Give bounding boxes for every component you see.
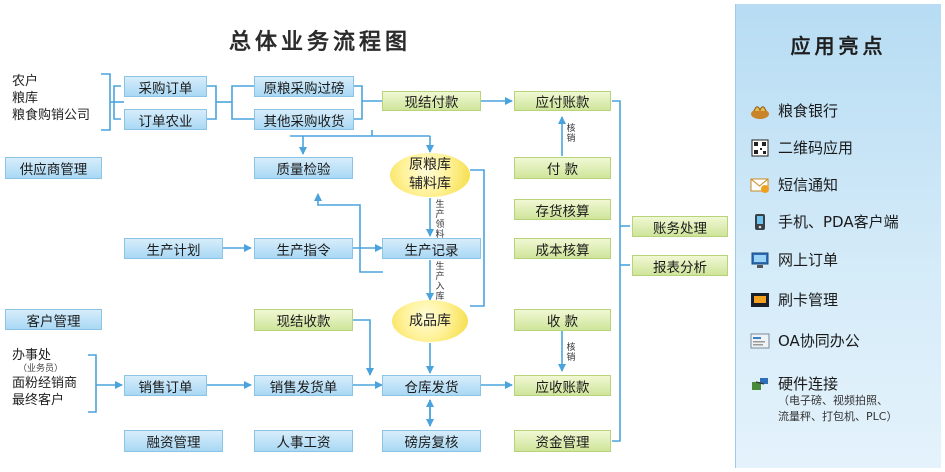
purchase-order-box: 采购订单: [124, 76, 207, 97]
accounts-receivable-box: 应收账款: [514, 375, 611, 396]
highlight-label: 短信通知: [778, 176, 839, 194]
sales-order-box: 销售订单: [124, 375, 207, 396]
financing-management-box: 融资管理: [124, 430, 223, 452]
payment-box: 付 款: [514, 157, 611, 179]
order-agriculture-box: 订单农业: [124, 109, 207, 130]
hardware-note-line1: （电子磅、视频拍照、: [778, 394, 888, 407]
customer-management-box: 客户管理: [5, 309, 102, 330]
production-plan-box: 生产计划: [124, 238, 223, 259]
hr-payroll-box: 人事工资: [254, 430, 353, 452]
report-analysis-box: 报表分析: [632, 255, 728, 276]
cost-accounting-box: 成本核算: [514, 238, 611, 259]
raw-grain-weighing-box: 原粮采购过磅: [254, 76, 354, 97]
highlight-mobile-pda: 手机、PDA客户端: [750, 211, 899, 232]
hardware-note: （电子磅、视频拍照、 流量秤、打包机、PLC）: [778, 393, 897, 425]
production-storage-label: 生产入库: [435, 262, 445, 302]
accounts-payable-box: 应付账款: [514, 91, 611, 111]
weighroom-recheck-box: 磅房复核: [382, 430, 481, 452]
account-processing-box: 账务处理: [632, 216, 728, 237]
qr-code-icon: [750, 139, 770, 157]
production-record-box: 生产记录: [382, 238, 481, 259]
highlight-qr-code: 二维码应用: [750, 137, 853, 158]
highlight-label: 二维码应用: [778, 139, 854, 157]
warehouse-shipping-box: 仓库发货: [382, 375, 481, 396]
auxiliary-warehouse-label: 辅料库: [409, 176, 451, 192]
highlight-label: 手机、PDA客户端: [778, 213, 899, 231]
hardware-connect-icon: [750, 375, 770, 393]
verify-label-top: 核销: [566, 124, 576, 144]
highlight-card-swipe: 刷卡管理: [750, 289, 838, 310]
highlight-label: 硬件连接: [778, 375, 839, 393]
entity-office-note: （业务员）: [18, 364, 64, 374]
mobile-phone-icon: [750, 213, 770, 231]
entity-list-customers: 办事处 （业务员） 面粉经销商 最终客户: [12, 347, 77, 409]
production-requisition-label: 生产领料: [435, 200, 445, 240]
cash-receipt-box: 现结收款: [254, 309, 353, 331]
entity-office: 办事处: [12, 348, 52, 363]
entity-flour-dealer: 面粉经销商: [12, 376, 78, 391]
entity-granary: 粮库: [12, 91, 39, 106]
card-swipe-icon: [750, 291, 770, 309]
highlight-label: 刷卡管理: [778, 291, 839, 309]
oa-document-icon: [750, 332, 770, 350]
other-purchase-receipt-box: 其他采购收货: [254, 109, 354, 130]
entity-list-suppliers: 农户 粮库 粮食购销公司: [12, 73, 90, 124]
highlight-label: 网上订单: [778, 251, 839, 269]
highlight-oa: OA协同办公: [750, 330, 860, 351]
diagram-title: 总体业务流程图: [228, 29, 411, 55]
hardware-note-line2: 流量秤、打包机、PLC）: [778, 410, 898, 423]
verify-label-bottom: 核销: [566, 343, 576, 363]
raw-auxiliary-warehouse-oval: 原粮库 辅料库: [390, 153, 470, 197]
highlight-sms: 短信通知: [750, 174, 838, 195]
supplier-management-box: 供应商管理: [5, 157, 102, 179]
highlight-hardware: 硬件连接: [750, 373, 838, 394]
production-order-box: 生产指令: [254, 238, 353, 259]
cash-payment-box: 现结付款: [382, 91, 481, 111]
collection-box: 收 款: [514, 309, 611, 331]
inventory-accounting-box: 存货核算: [514, 199, 611, 220]
highlights-panel: 应用亮点 粮食银行 二维码应用 短信通知 手机、PDA客户端 网上订单: [735, 4, 941, 468]
sales-delivery-box: 销售发货单: [254, 375, 353, 396]
highlights-title: 应用亮点: [790, 34, 887, 58]
grain-bank-icon: [750, 102, 770, 120]
fund-management-box: 资金管理: [514, 430, 611, 452]
finished-warehouse-oval: 成品库: [392, 300, 468, 342]
entity-grain-trading-company: 粮食购销公司: [12, 108, 91, 123]
sms-envelope-icon: [750, 176, 770, 194]
highlight-grain-bank: 粮食银行: [750, 100, 838, 121]
highlight-label: OA协同办公: [778, 332, 860, 350]
highlight-label: 粮食银行: [778, 102, 839, 120]
entity-farmer: 农户: [12, 74, 39, 89]
quality-inspection-box: 质量检验: [254, 157, 353, 179]
online-order-icon: [750, 251, 770, 269]
highlight-online-order: 网上订单: [750, 249, 838, 270]
entity-end-customer: 最终客户: [12, 393, 65, 408]
raw-grain-warehouse-label: 原粮库: [409, 157, 451, 173]
